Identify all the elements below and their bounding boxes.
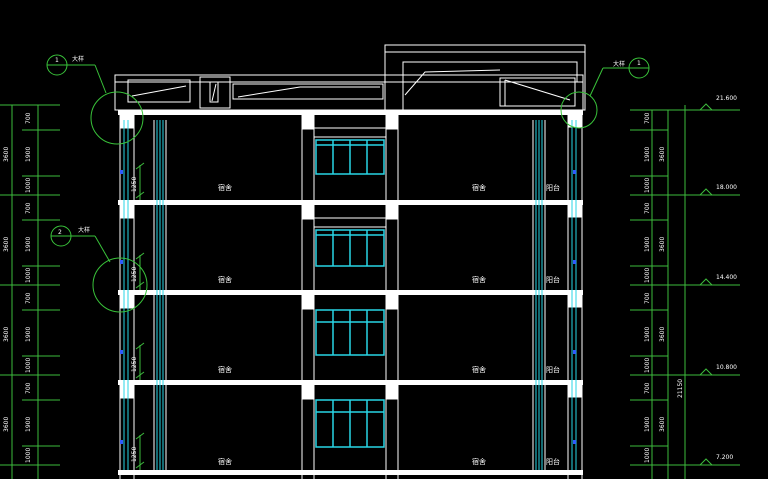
segment-label: 1900 xyxy=(25,327,32,342)
segment-label: 700 xyxy=(644,292,651,304)
room-label-balcony: 阳台 xyxy=(546,457,560,466)
glazing-lines xyxy=(123,120,577,470)
segment-label: 1000 xyxy=(25,268,32,283)
interior-wall-lines xyxy=(153,120,546,470)
room-label-dorm: 宿舍 xyxy=(218,365,232,374)
elevation-label: 10.800 xyxy=(716,364,737,371)
detail-mark-label: 大样 xyxy=(72,55,84,63)
detail-mark-number: 1 xyxy=(637,60,641,67)
detail-mark-number: 1 xyxy=(55,57,59,64)
segment-label: 1000 xyxy=(644,178,651,193)
left-dimension-labels: 3600 3600 3600 3600 700 1900 1000 700 19… xyxy=(3,112,32,463)
segment-label: 1900 xyxy=(644,147,651,162)
story-height-label: 3600 xyxy=(659,147,666,162)
story-height-label: 3600 xyxy=(659,417,666,432)
elevation-label: 7.200 xyxy=(716,454,733,461)
story-height-label: 3600 xyxy=(3,417,10,432)
segment-label: 1000 xyxy=(25,448,32,463)
room-label-dorm: 宿舍 xyxy=(472,275,486,284)
detail-mark-number: 2 xyxy=(58,229,62,236)
story-height-label: 3600 xyxy=(3,147,10,162)
segment-label: 700 xyxy=(25,382,32,394)
detail-mark-label: 大样 xyxy=(613,60,625,68)
room-label-balcony: 阳台 xyxy=(546,275,560,284)
window-dim-labels: 1250 1250 1250 1250 xyxy=(131,177,138,462)
left-dimension-lines xyxy=(0,104,60,479)
elevation-labels: 21.600 18.000 14.400 10.800 7.200 xyxy=(716,95,737,461)
segment-label: 1900 xyxy=(25,237,32,252)
window-dim-label: 1250 xyxy=(131,267,138,282)
room-label-balcony: 阳台 xyxy=(546,183,560,192)
segment-label: 1900 xyxy=(25,147,32,162)
elevation-label: 14.400 xyxy=(716,274,737,281)
segment-label: 1000 xyxy=(644,358,651,373)
right-dimension-labels: 700 1900 1000 700 1900 1000 700 1900 100… xyxy=(644,112,684,463)
room-label-dorm: 宿舍 xyxy=(218,457,232,466)
window-dim-ticks xyxy=(135,162,145,470)
detail-mark-label: 大样 xyxy=(78,226,90,234)
total-height-label: 21150 xyxy=(677,379,684,398)
story-height-label: 3600 xyxy=(3,327,10,342)
elevation-label: 18.000 xyxy=(716,184,737,191)
room-label-dorm: 宿舍 xyxy=(472,457,486,466)
segment-label: 1900 xyxy=(644,327,651,342)
segment-label: 1000 xyxy=(644,448,651,463)
room-label-dorm: 宿舍 xyxy=(472,183,486,192)
segment-label: 700 xyxy=(25,292,32,304)
detail-callouts xyxy=(46,54,650,313)
story-height-label: 3600 xyxy=(3,237,10,252)
segment-label: 1900 xyxy=(644,417,651,432)
window-dim-label: 1250 xyxy=(131,447,138,462)
right-dimension-lines xyxy=(630,103,740,479)
window-dim-label: 1250 xyxy=(131,177,138,192)
segment-label: 700 xyxy=(644,112,651,124)
room-label-dorm: 宿舍 xyxy=(472,365,486,374)
elevation-label: 21.600 xyxy=(716,95,737,102)
room-label-dorm: 宿舍 xyxy=(218,275,232,284)
story-height-label: 3600 xyxy=(659,327,666,342)
floor-slabs xyxy=(118,110,583,475)
room-labels: 宿舍 宿舍 宿舍 宿舍 宿舍 宿舍 宿舍 宿舍 阳台 阳台 阳台 阳台 xyxy=(218,183,560,466)
segment-label: 1900 xyxy=(25,417,32,432)
central-window-frames xyxy=(313,127,387,228)
segment-label: 1000 xyxy=(25,358,32,373)
segment-label: 1900 xyxy=(644,237,651,252)
segment-label: 700 xyxy=(644,382,651,394)
segment-label: 1000 xyxy=(25,178,32,193)
level-markers xyxy=(120,170,576,444)
room-label-dorm: 宿舍 xyxy=(218,183,232,192)
segment-label: 1000 xyxy=(644,268,651,283)
segment-label: 700 xyxy=(25,202,32,214)
story-height-label: 3600 xyxy=(659,237,666,252)
central-windows xyxy=(315,139,385,448)
room-label-balcony: 阳台 xyxy=(546,365,560,374)
segment-label: 700 xyxy=(644,202,651,214)
segment-label: 700 xyxy=(25,112,32,124)
detail-callout-labels: 1 大样 2 大样 1 大样 xyxy=(55,55,641,236)
window-dim-label: 1250 xyxy=(131,357,138,372)
